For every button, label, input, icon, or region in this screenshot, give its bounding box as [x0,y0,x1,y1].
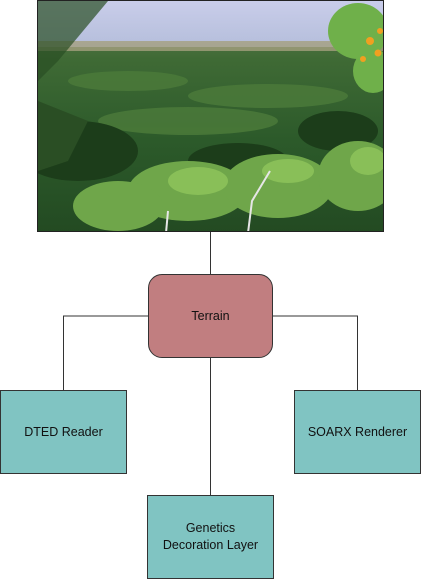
terrain-render-image [37,0,384,232]
soarx-renderer-node: SOARX Renderer [294,390,421,474]
genetics-decoration-layer-node: Genetics Decoration Layer [147,495,274,579]
connector-terrain-to-dted [63,315,148,390]
terrain-node-label: Terrain [191,308,230,323]
soarx-renderer-node-label: SOARX Renderer [307,424,408,439]
connector-terrain-to-soarx [273,315,358,390]
terrain-node: Terrain [148,274,273,358]
dted-reader-node: DTED Reader [0,390,127,474]
dted-reader-node-label: DTED Reader [24,424,103,439]
genetics-decoration-layer-node-label: Genetics Decoration Layer [162,521,259,552]
